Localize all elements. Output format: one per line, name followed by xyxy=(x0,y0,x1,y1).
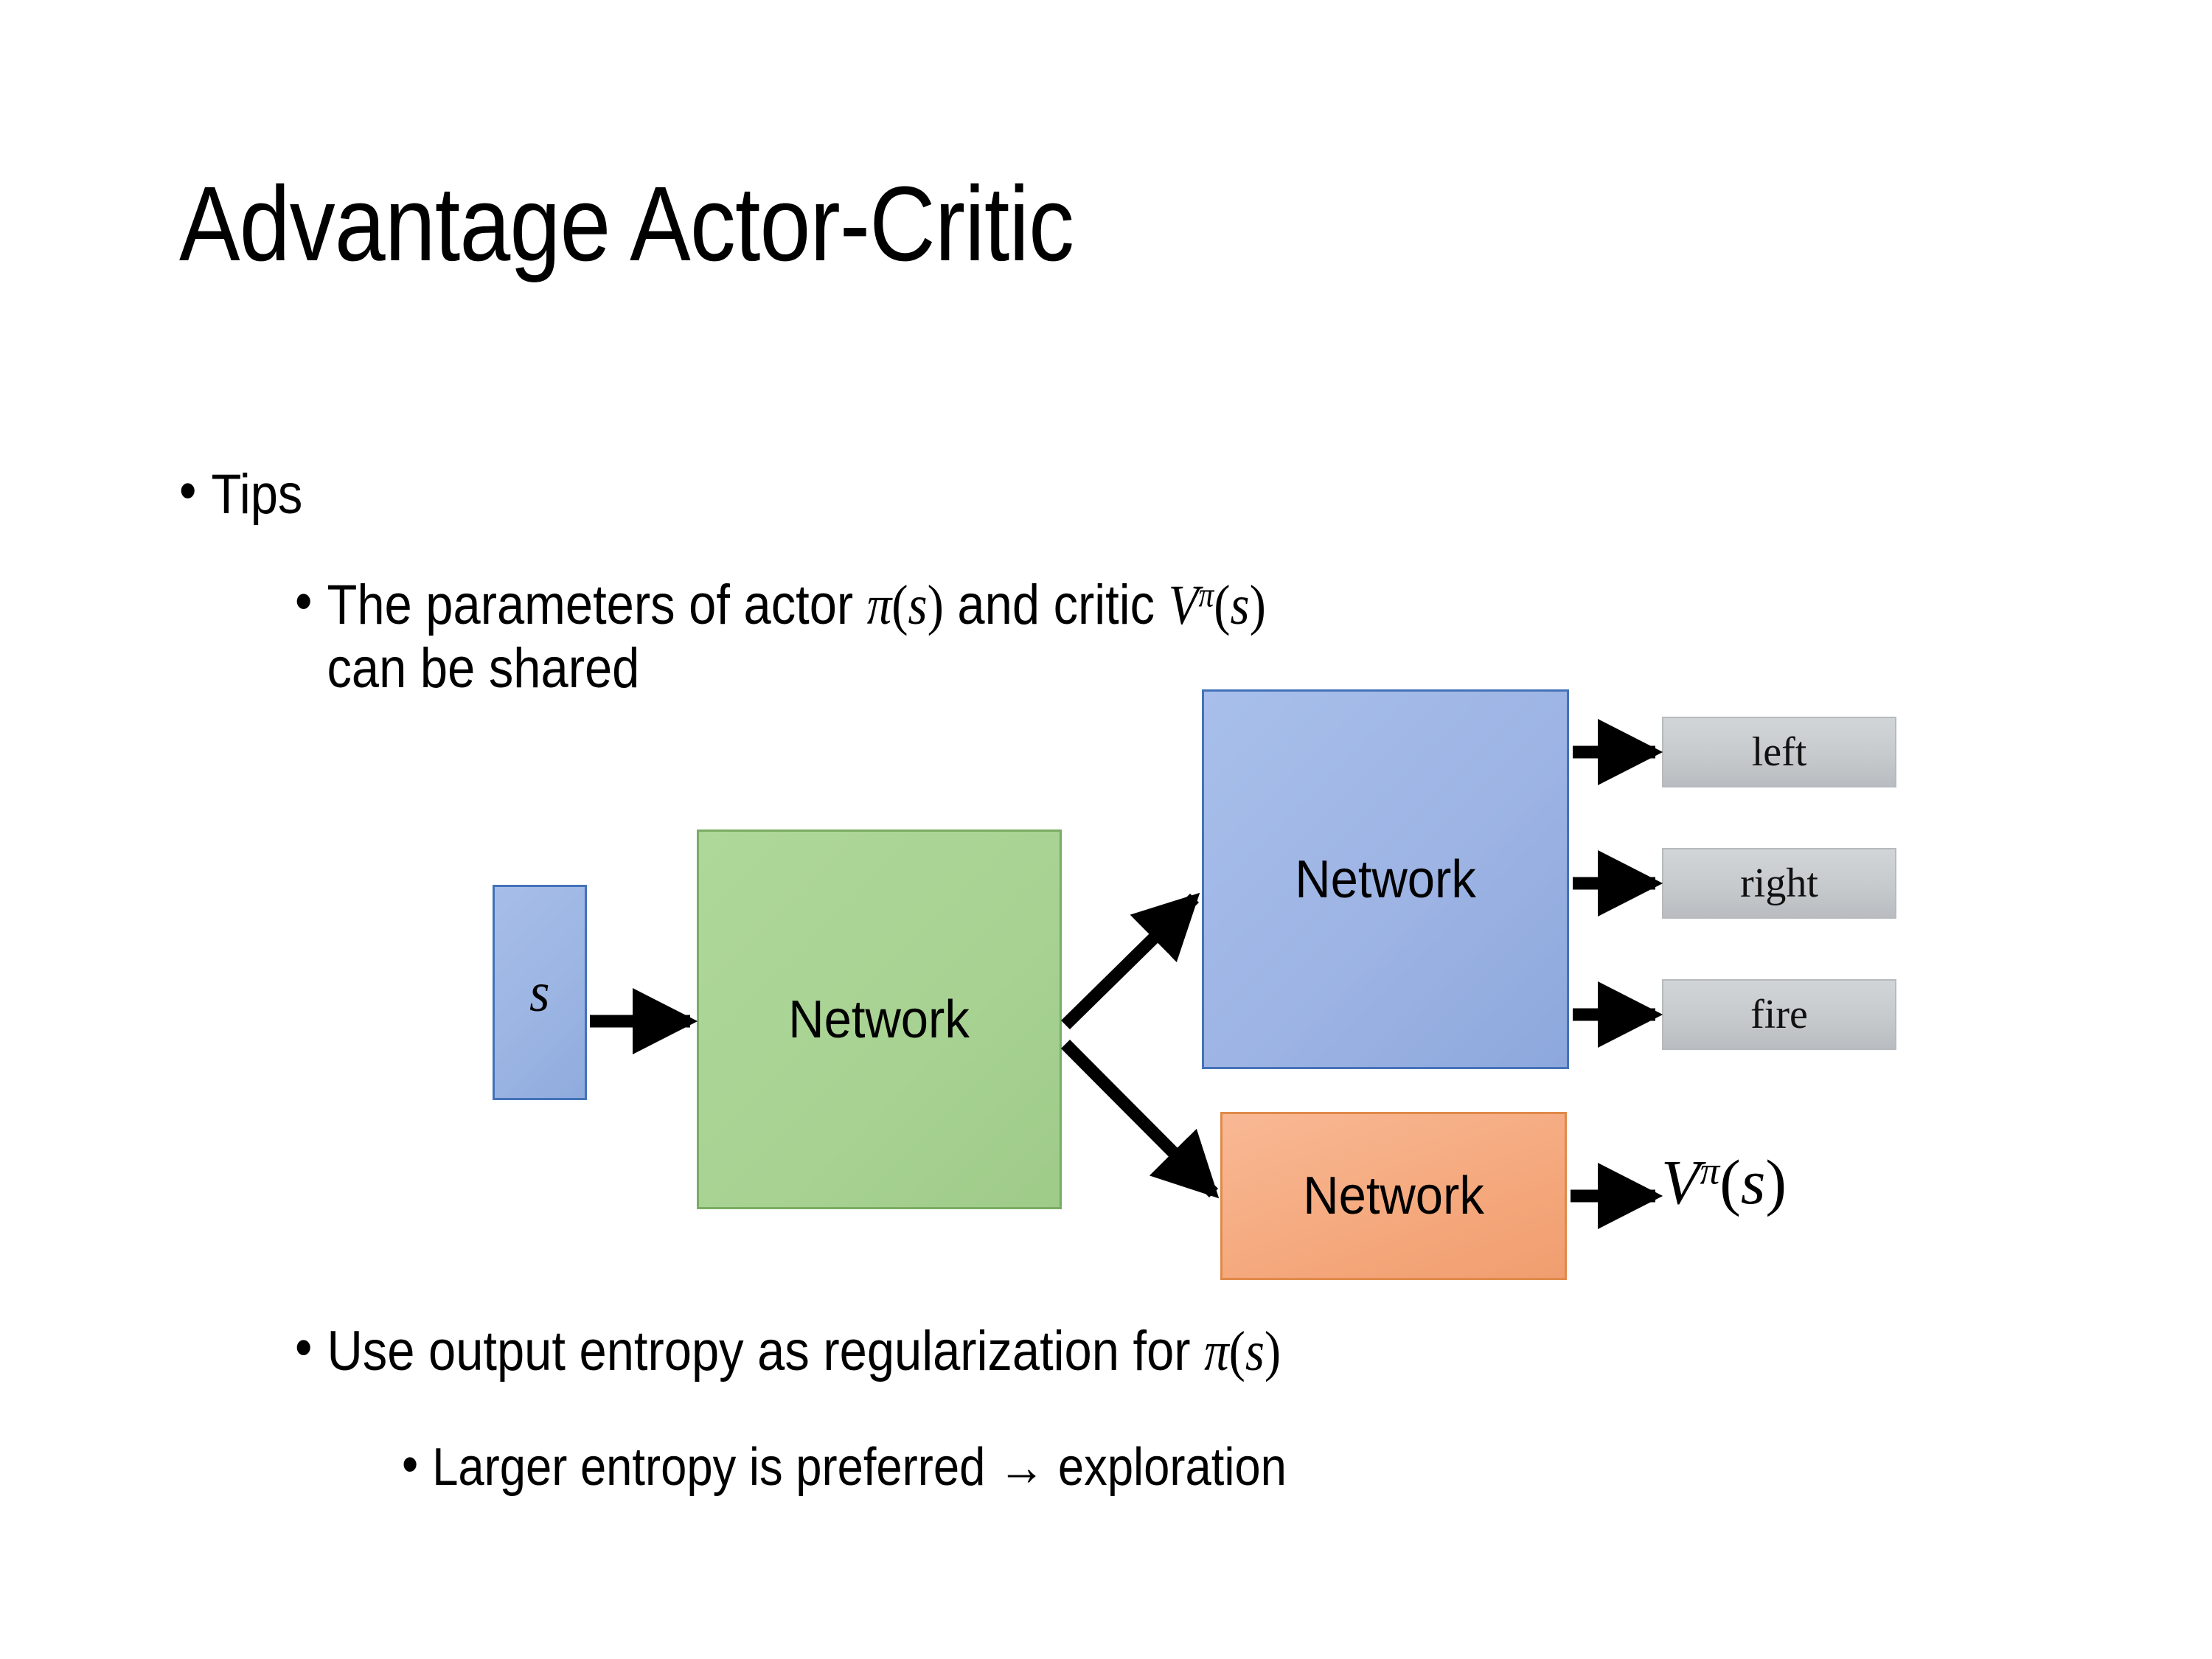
bullet-shared-params: • The parameters of actor π(s) and criti… xyxy=(295,574,1287,700)
value-symbol-v: V xyxy=(1661,1147,1700,1217)
state-input-box: s xyxy=(493,885,587,1100)
shared-network-box: Network xyxy=(697,830,1062,1209)
action-label-right: right xyxy=(1740,860,1818,906)
bullet-tips-label: Tips xyxy=(211,463,303,526)
bullet-shared-params-label: The parameters of actor π(s) and critic … xyxy=(327,574,1287,700)
entropy-text-before: Use output entropy as regularization for xyxy=(327,1320,1205,1382)
bullet-entropy-label: Use output entropy as regularization for… xyxy=(327,1320,1281,1383)
bullet-marker-icon: • xyxy=(179,459,197,522)
bullet-larger-entropy: • Larger entropy is preferred → explorat… xyxy=(402,1438,1287,1498)
arrow-shared-to-critic xyxy=(1060,1040,1220,1199)
bullet-marker-icon: • xyxy=(295,570,313,633)
state-label: s xyxy=(529,961,550,1023)
value-function-output-label: Vπ(s) xyxy=(1661,1150,1787,1214)
params-text-mid: and critic xyxy=(943,574,1169,636)
bullet-larger-entropy-label: Larger entropy is preferred → exploratio… xyxy=(432,1438,1287,1497)
pi-of-s-formula: π(s) xyxy=(1204,1321,1281,1382)
actor-network-box: Network xyxy=(1202,689,1569,1069)
v-pi-of-s-formula: Vπ(s) xyxy=(1168,574,1266,636)
action-box-right: right xyxy=(1662,848,1896,919)
action-label-left: left xyxy=(1751,729,1807,775)
bullet-entropy-regularization: • Use output entropy as regularization f… xyxy=(295,1320,1281,1383)
bullet-marker-icon: • xyxy=(402,1435,419,1494)
value-symbol-pi: π xyxy=(1700,1148,1720,1193)
page-title: Advantage Actor-Critic xyxy=(179,164,1074,283)
critic-network-box: Network xyxy=(1220,1112,1567,1280)
bullet-marker-icon: • xyxy=(295,1316,313,1379)
action-box-left: left xyxy=(1662,717,1896,787)
params-text-before: The parameters of actor xyxy=(327,574,867,636)
value-symbol-arg: (s) xyxy=(1719,1147,1787,1217)
actor-network-label: Network xyxy=(1295,849,1476,909)
params-text-line2: can be shared xyxy=(327,637,640,700)
critic-network-label: Network xyxy=(1303,1166,1484,1225)
action-box-fire: fire xyxy=(1662,979,1896,1050)
bullet-tips: • Tips xyxy=(179,463,302,526)
pi-of-s-formula: π(s) xyxy=(866,574,944,636)
shared-network-label: Network xyxy=(788,990,970,1049)
arrow-shared-to-actor xyxy=(1061,892,1200,1030)
action-label-fire: fire xyxy=(1750,992,1808,1037)
